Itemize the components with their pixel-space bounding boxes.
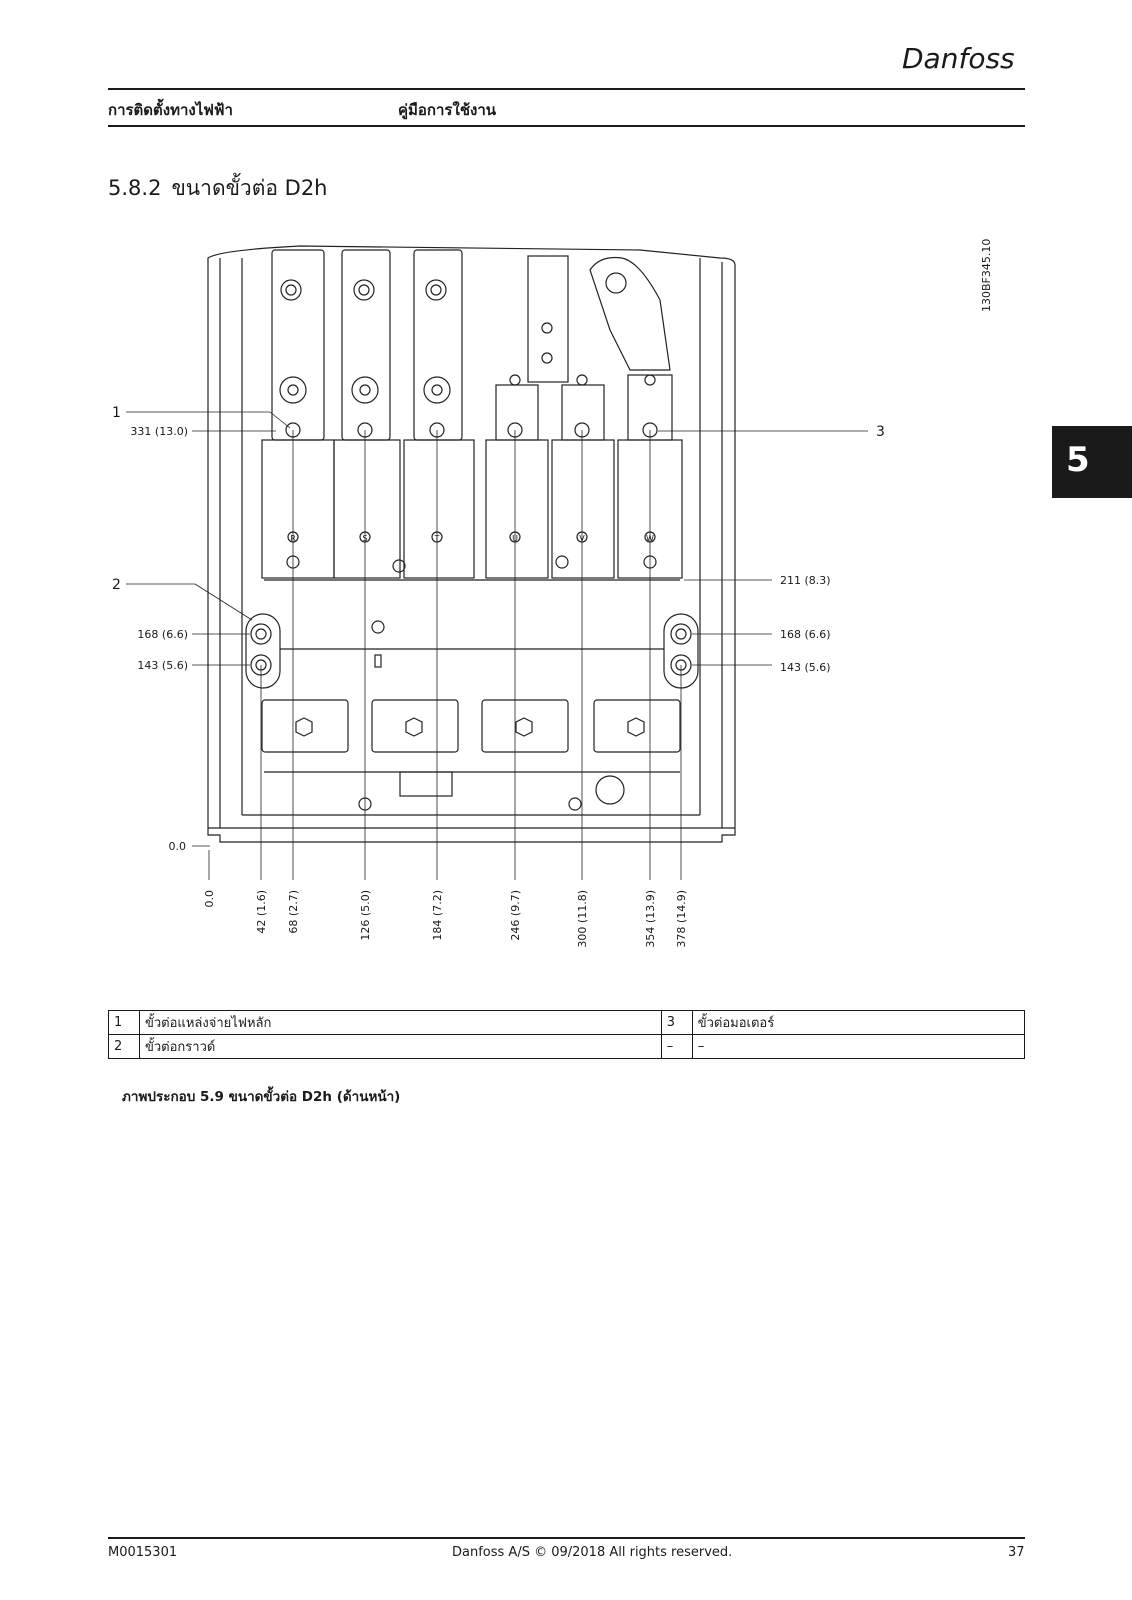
figure-caption: ภาพประกอบ 5.9 ขนาดขั้วต่อ D2h (ด้านหน้า): [122, 1089, 401, 1105]
mains-terminal-r: [261, 249, 335, 579]
ground-terminal-left: [245, 613, 281, 689]
legend-table: 1 ขั้วต่อแหล่งจ่ายไฟหลัก 3 ขั้วต่อมอเตอร…: [108, 1010, 1026, 1059]
legend-row: 2 ขั้วต่อกราวด์ – –: [108, 1034, 1026, 1059]
legend-text: ขั้วต่อแหล่งจ่ายไฟหลัก: [139, 1010, 662, 1035]
logo-text: Danfoss: [902, 42, 1015, 75]
bottom-dim-42: 42 (1.6): [255, 890, 268, 934]
cable-gland: [595, 775, 625, 805]
header-document-title: คู่มือการใช้งาน: [398, 101, 496, 119]
legend-number: 1: [108, 1010, 140, 1035]
danfoss-logo: Danfoss: [902, 42, 1015, 75]
terminal-letter-t: T: [434, 534, 440, 543]
left-dim-331: 331 (13.0): [130, 425, 188, 438]
mains-terminal-s: [333, 249, 401, 579]
callout-3: 3: [876, 424, 885, 440]
footer-copyright: Danfoss A/S © 09/2018 All rights reserve…: [452, 1545, 733, 1560]
right-dim-143: 143 (5.6): [780, 661, 831, 674]
bottom-dim-0: 0.0: [203, 890, 216, 908]
callout-1: 1: [112, 405, 121, 421]
bottom-dim-378: 378 (14.9): [675, 890, 688, 948]
terminal-letter-r: R: [290, 534, 296, 543]
legend-number: –: [660, 1034, 693, 1059]
terminal-letter-u: U: [512, 534, 518, 543]
motor-terminal-v: [527, 255, 615, 579]
terminal-letter-s: S: [362, 534, 367, 543]
left-dim-143: 143 (5.6): [137, 659, 188, 672]
terminal-letter-v: V: [579, 534, 585, 543]
callout-2: 2: [112, 577, 121, 593]
cable-clamps: [261, 699, 681, 753]
bottom-dim-68: 68 (2.7): [287, 890, 300, 934]
right-dim-211: 211 (8.3): [780, 574, 831, 587]
right-dim-168: 168 (6.6): [780, 628, 831, 641]
legend-text: ขั้วต่อกราวด์: [139, 1034, 662, 1059]
bottom-dim-246: 246 (9.7): [509, 890, 522, 941]
center-fitting: [371, 620, 385, 634]
section-title-text: ขนาดขั้วต่อ D2h: [171, 176, 328, 200]
center-fitting-stem: [374, 654, 382, 668]
legend-text: –: [691, 1034, 1026, 1059]
floor-bolt-right: [568, 797, 582, 811]
motor-terminal-u: [485, 374, 549, 579]
section-heading: 5.8.2 ขนาดขั้วต่อ D2h: [108, 172, 338, 205]
dimension-lines: [126, 411, 868, 880]
chapter-tab: 5: [1052, 426, 1132, 498]
bottom-dim-300: 300 (11.8): [576, 890, 589, 948]
bottom-dim-126: 126 (5.0): [359, 890, 372, 941]
bottom-dim-354: 354 (13.9): [644, 890, 657, 948]
footer-page-number: 37: [1008, 1545, 1025, 1560]
drawing-code: 130BF345.10: [980, 239, 993, 312]
bottom-dim-184: 184 (7.2): [431, 890, 444, 941]
terminal-letter-w: W: [646, 534, 654, 543]
legend-number: 2: [108, 1034, 140, 1059]
section-number: 5.8.2: [108, 176, 162, 200]
chapter-tab-number: 5: [1066, 440, 1090, 480]
header-bottom-rule: [108, 125, 1025, 127]
enclosure-outline: [207, 245, 736, 843]
left-dim-zero: 0.0: [169, 840, 187, 853]
base-bracket: [399, 771, 453, 797]
mains-terminal-t: [392, 249, 475, 579]
left-dim-168: 168 (6.6): [137, 628, 188, 641]
footer-rule: [108, 1537, 1025, 1539]
header-chapter-title: การติดตั้งทางไฟฟ้า: [108, 101, 233, 119]
legend-row: 1 ขั้วต่อแหล่งจ่ายไฟหลัก 3 ขั้วต่อมอเตอร…: [108, 1010, 1026, 1035]
legend-text: ขั้วต่อมอเตอร์: [691, 1010, 1026, 1035]
footer-document-code: M0015301: [108, 1545, 178, 1560]
header-top-rule: [108, 88, 1025, 90]
terminal-dimension-drawing: 130BF345.10 1 2 3 331 (13.0) 168 (6.6) 1…: [112, 239, 993, 948]
legend-number: 3: [660, 1010, 693, 1035]
